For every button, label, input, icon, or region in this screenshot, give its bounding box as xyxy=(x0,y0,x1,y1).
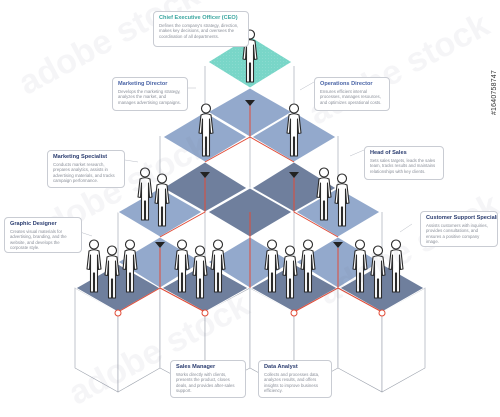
callout-title: Head of Sales xyxy=(370,150,407,156)
person-icon xyxy=(192,245,208,299)
person-icon xyxy=(242,29,258,83)
callout-title: Marketing Director xyxy=(118,81,168,87)
callout-description: Develops the marketing strategy, analyze… xyxy=(118,89,181,105)
person-icon xyxy=(352,239,368,293)
person-icon xyxy=(122,239,138,293)
callout-description: Defines the company's strategy, directio… xyxy=(159,23,239,39)
person-icon xyxy=(264,239,280,293)
callout-leaders xyxy=(79,35,413,360)
employee-figures xyxy=(86,29,404,299)
person-icon xyxy=(210,239,226,293)
person-icon xyxy=(198,103,214,157)
person-icon xyxy=(300,239,316,293)
callout-description: Works directly with clients, presents th… xyxy=(176,372,235,394)
person-icon xyxy=(334,173,350,227)
callout-description: Conducts market research, prepares analy… xyxy=(53,162,115,184)
callout-ceo: Chief Executive Officer (CEO) Defines th… xyxy=(153,11,249,47)
callout-title: Customer Support Specialist xyxy=(426,215,498,221)
callout-description: Ensures efficient internal processes, ma… xyxy=(320,89,382,105)
callout-description: Assists customers with inquiries, provid… xyxy=(426,223,488,245)
connector-nodes xyxy=(114,309,386,317)
person-icon xyxy=(286,103,302,157)
callout-title: Marketing Specialist xyxy=(53,154,108,160)
callout-title: Graphic Designer xyxy=(10,221,57,227)
callout-title: Operations Director xyxy=(320,81,373,87)
callout-marketing-director: Marketing Director Develops the marketin… xyxy=(112,77,188,111)
callout-marketing-specialist: Marketing Specialist Conducts market res… xyxy=(47,150,125,188)
callout-sales-manager: Sales Manager Works directly with client… xyxy=(170,360,246,398)
person-icon xyxy=(282,245,298,299)
person-icon xyxy=(316,167,332,221)
person-icon xyxy=(86,239,102,293)
callout-operations-director: Operations Director Ensures efficient in… xyxy=(314,77,390,111)
callout-description: Creates visual materials for advertising… xyxy=(10,229,67,251)
person-icon xyxy=(154,173,170,227)
callout-graphic-designer: Graphic Designer Creates visual material… xyxy=(4,217,82,253)
callout-title: Data Analyst xyxy=(264,364,298,370)
callout-title: Chief Executive Officer (CEO) xyxy=(159,15,238,21)
person-icon xyxy=(104,245,120,299)
person-icon xyxy=(137,167,153,221)
callout-customer-support: Customer Support Specialist Assists cust… xyxy=(420,211,498,247)
callout-data-analyst: Data Analyst Collects and processes data… xyxy=(258,360,332,398)
person-icon xyxy=(174,239,190,293)
person-icon xyxy=(388,239,404,293)
stock-id: #1640758747 xyxy=(491,70,498,116)
callout-description: Sets sales targets, leads the sales team… xyxy=(370,158,436,174)
reporting-lines xyxy=(117,104,383,313)
callout-title: Sales Manager xyxy=(176,364,216,370)
person-icon xyxy=(370,245,386,299)
callout-description: Collects and processes data, analyzes re… xyxy=(264,372,320,394)
callout-head-of-sales: Head of Sales Sets sales targets, leads … xyxy=(364,146,444,180)
connector-triangles xyxy=(155,100,343,248)
